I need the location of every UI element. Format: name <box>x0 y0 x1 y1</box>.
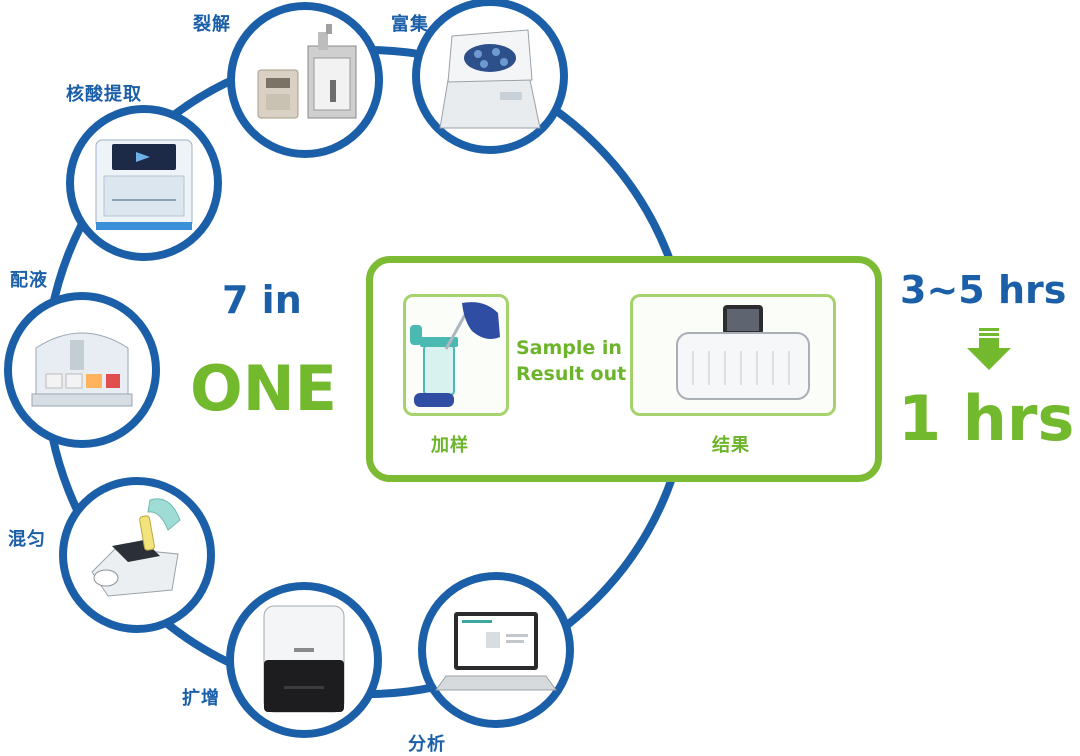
headline-one: ONE <box>190 352 337 425</box>
nucleic-acid-extractor-icon <box>95 139 193 230</box>
liquid-handler-icon <box>31 332 133 407</box>
analyzer-device-icon <box>676 305 810 400</box>
step-label-prep: 配液 <box>10 270 48 291</box>
step-circle-mix <box>59 477 215 633</box>
time-after: 1 hrs <box>898 382 1075 455</box>
step-circle-analyze <box>418 572 574 728</box>
step-label-extract: 核酸提取 <box>66 84 142 105</box>
time-before: 3~5 hrs <box>900 268 1067 312</box>
all-in-one-box: 加样 Sample in Result out 结果 <box>366 256 882 482</box>
step-label-amplify: 扩增 <box>182 688 220 709</box>
result-label: 结果 <box>712 435 750 456</box>
sample-tube-icon <box>410 302 500 407</box>
tagline-result-out: Result out <box>516 363 627 385</box>
ultrasonic-homogenizer-icon <box>257 24 357 119</box>
step-label-mix: 混匀 <box>8 529 46 550</box>
down-arrow-icon <box>967 328 1011 370</box>
step-circle-amplify <box>226 582 382 738</box>
laptop-analysis-icon <box>435 612 557 691</box>
step-label-analyze: 分析 <box>408 734 446 755</box>
step-circle-enrich <box>412 0 568 154</box>
tagline-sample-in: Sample in <box>516 337 622 359</box>
step-label-lysis: 裂解 <box>193 14 231 35</box>
vortex-mixer-icon <box>91 498 181 597</box>
step-circle-lysis <box>227 2 383 158</box>
result-panel <box>630 294 836 416</box>
pcr-instrument-icon <box>263 605 345 713</box>
centrifuge-icon <box>439 29 541 129</box>
step-circle-prep <box>4 292 160 448</box>
step-label-enrich: 富集 <box>391 14 429 35</box>
headline-7-in: 7 in <box>222 278 302 322</box>
step-circle-extract <box>66 105 222 261</box>
sample-loading-panel <box>403 294 509 416</box>
sample-label: 加样 <box>431 435 469 456</box>
